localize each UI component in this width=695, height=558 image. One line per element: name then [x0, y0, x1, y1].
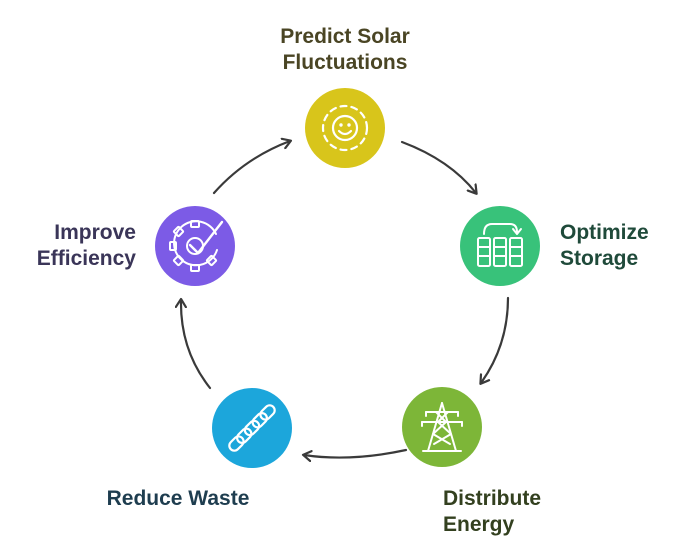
arrow-predict-to-optimize — [400, 140, 476, 193]
node-improve — [155, 206, 235, 286]
label-improve-line-2: Efficiency — [36, 247, 136, 270]
node-distribute — [402, 387, 482, 467]
power-tower-icon — [421, 402, 463, 452]
cycle-arrows — [181, 140, 510, 458]
label-optimize-line-2: Storage — [560, 247, 639, 270]
node-reduce — [212, 388, 292, 468]
chain-link-icon — [228, 404, 276, 452]
node-predict-circle — [305, 88, 385, 168]
label-predict-line-2: Fluctuations — [282, 51, 408, 74]
label-predict-line-1: Predict Solar — [280, 25, 410, 48]
sun-smile-icon — [321, 104, 369, 152]
node-reduce-circle — [212, 388, 292, 468]
battery-transfer-icon — [477, 223, 523, 267]
label-optimize-line-1: Optimize — [560, 221, 649, 244]
arrow-distribute-to-reduce — [304, 448, 408, 458]
node-optimize — [460, 206, 540, 286]
arrow-improve-to-predict — [212, 141, 290, 195]
label-improve-line-1: Improve — [54, 221, 136, 244]
label-distribute: Distribute Energy — [443, 486, 541, 538]
label-improve: Improve Efficiency — [10, 220, 136, 272]
arrow-reduce-to-improve — [181, 300, 212, 390]
node-predict — [305, 88, 385, 168]
label-reduce-line-1: Reduce Waste — [106, 487, 250, 510]
label-distribute-line-1: Distribute — [443, 487, 542, 510]
label-distribute-line-2: Energy — [443, 513, 515, 536]
label-optimize: Optimize Storage — [560, 220, 649, 272]
label-predict: Predict Solar Fluctuations — [262, 24, 428, 76]
gear-check-icon — [169, 220, 224, 272]
label-reduce: Reduce Waste — [90, 486, 266, 512]
arrow-optimize-to-distribute — [481, 296, 510, 383]
node-improve-circle — [155, 206, 235, 286]
